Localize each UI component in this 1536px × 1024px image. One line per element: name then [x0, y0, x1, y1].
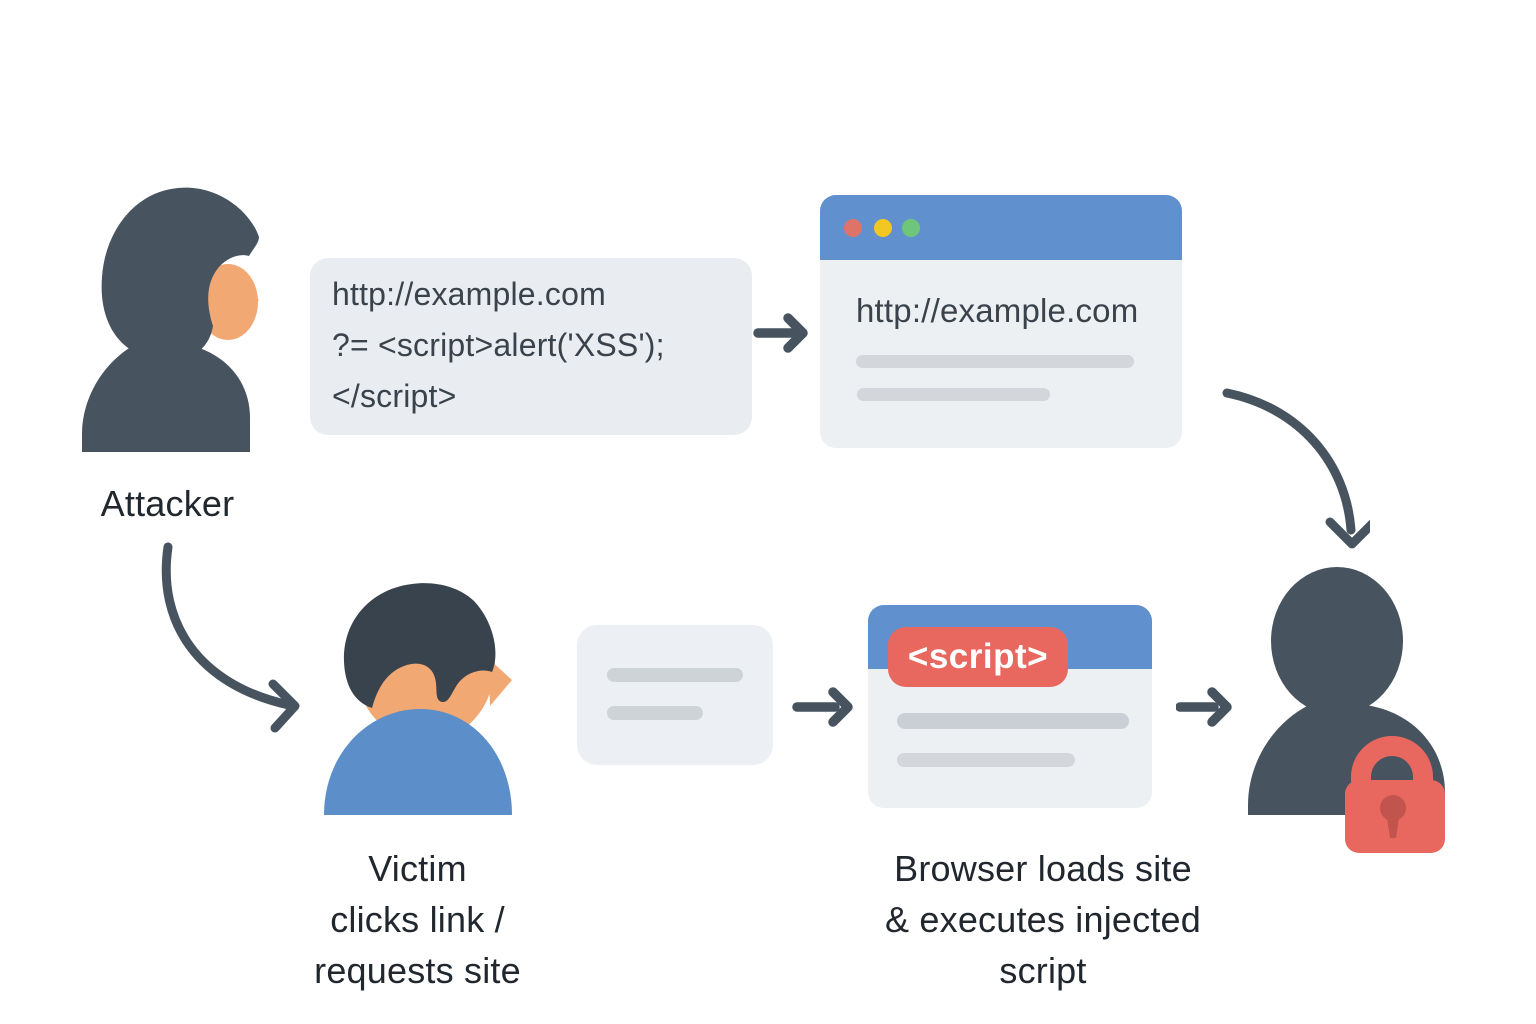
- clean-browser-window: http://example.com: [820, 195, 1182, 448]
- injected-browser-window: <script>: [868, 605, 1152, 808]
- outcome-caption-line-2: & executes injected: [885, 899, 1201, 940]
- maximize-dot-icon: [902, 219, 920, 237]
- malicious-url-line-3: </script>: [332, 378, 457, 414]
- outcome-caption-line-3: script: [999, 950, 1087, 991]
- victim-caption-line-1: Victim: [368, 848, 467, 889]
- content-placeholder-line: [856, 355, 1134, 368]
- content-placeholder-line: [607, 706, 703, 720]
- attacker-label: Attacker: [100, 483, 235, 524]
- request-card: [577, 625, 773, 765]
- arrow-right-icon: [792, 687, 853, 727]
- outcome-caption: Browser loads site & executes injected s…: [833, 843, 1253, 996]
- victim-caption-line-3: requests site: [314, 950, 521, 991]
- arrow-right-icon: [753, 313, 808, 353]
- arrow-right-icon: [1176, 687, 1232, 727]
- malicious-url-line-2: ?= <script>alert('XSS');: [332, 327, 665, 363]
- browser-titlebar: [820, 195, 1182, 260]
- content-placeholder-line: [897, 713, 1129, 729]
- malicious-url-line-1: http://example.com: [332, 276, 606, 312]
- content-placeholder-line: [607, 668, 743, 682]
- curved-arrow-down-right-icon: [161, 542, 300, 733]
- victim-figure: [324, 583, 512, 815]
- curved-arrow-down-icon: [1222, 388, 1370, 549]
- content-placeholder-line: [897, 753, 1075, 767]
- lock-icon: [1345, 736, 1445, 853]
- script-badge: <script>: [888, 627, 1068, 687]
- minimize-dot-icon: [874, 219, 892, 237]
- close-dot-icon: [844, 219, 862, 237]
- browser-url-text: http://example.com: [856, 292, 1139, 329]
- compromised-user-figure: [1248, 567, 1445, 853]
- outcome-caption-line-1: Browser loads site: [894, 848, 1192, 889]
- malicious-url-box: http://example.com ?= <script>alert('XSS…: [310, 258, 752, 435]
- victim-caption-line-2: clicks link /: [330, 899, 505, 940]
- content-placeholder-line: [857, 388, 1050, 401]
- victim-caption: Victim clicks link / requests site: [280, 843, 555, 996]
- attacker-figure: [82, 187, 259, 452]
